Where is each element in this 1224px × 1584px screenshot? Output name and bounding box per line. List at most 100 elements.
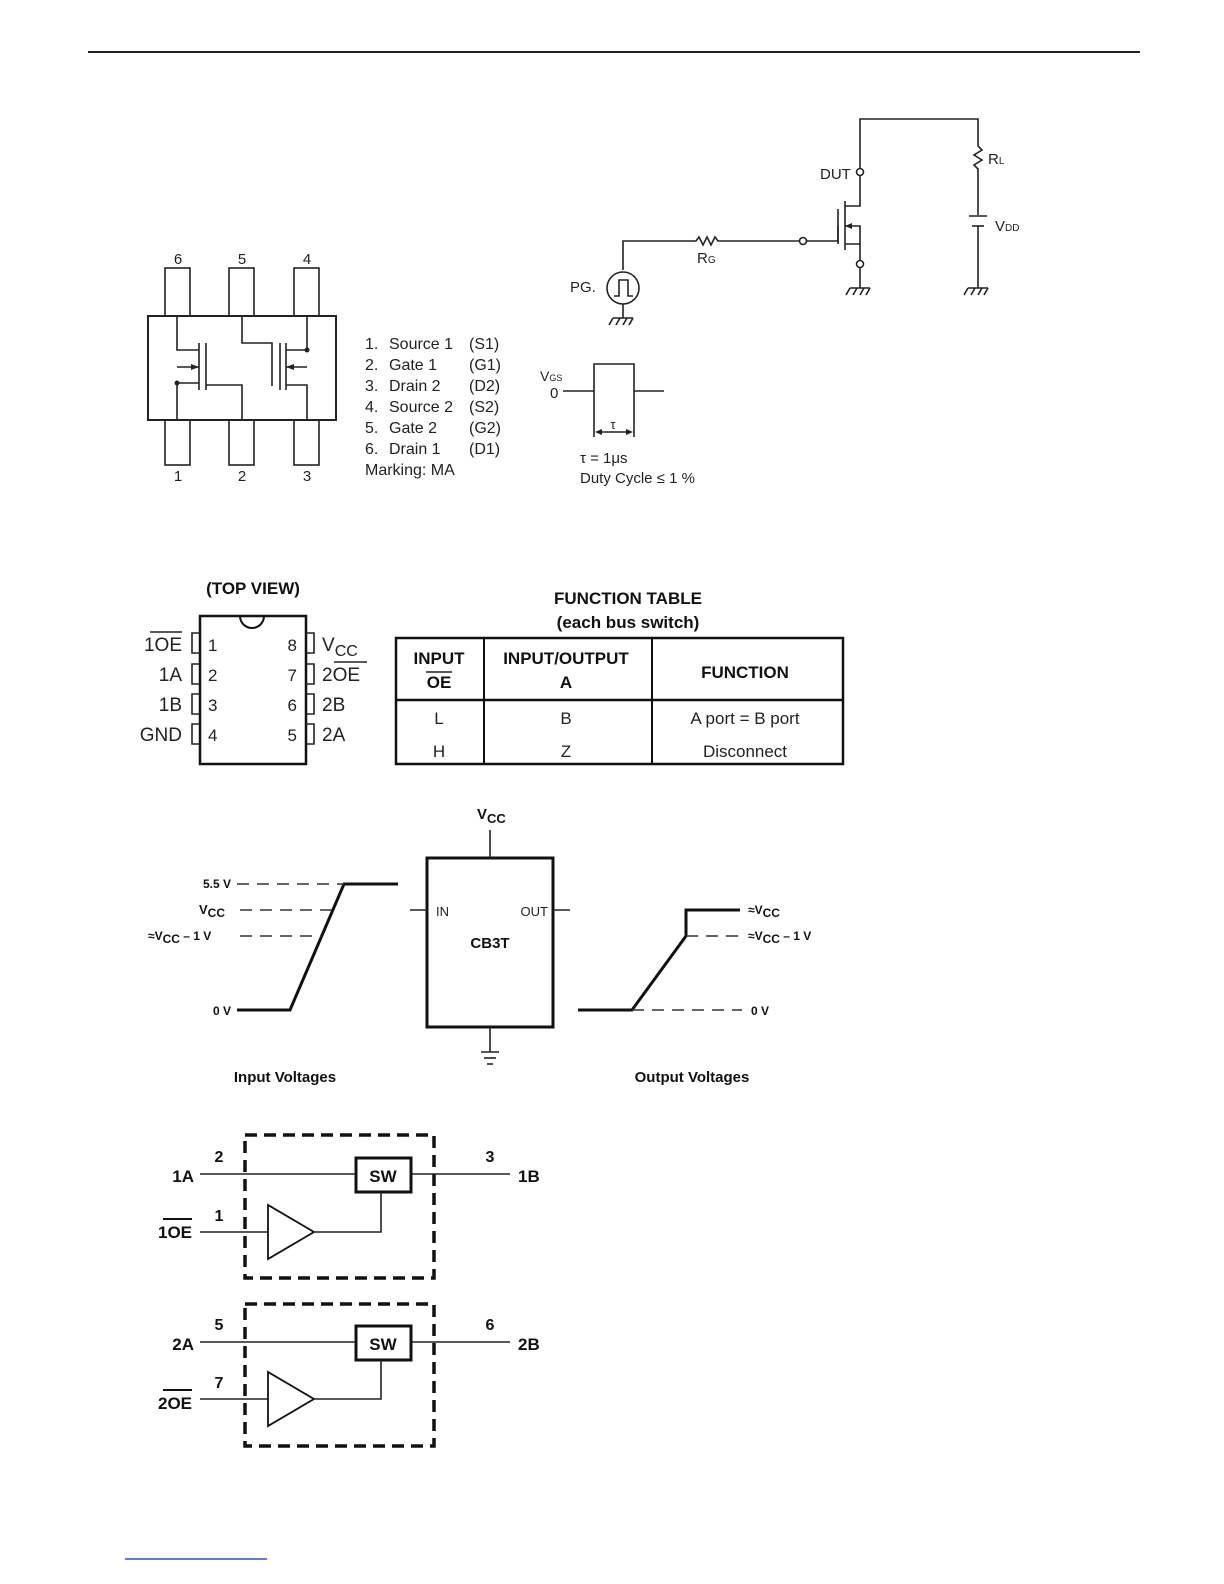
ch2-a-pin: 5 <box>215 1317 224 1334</box>
sot-pin-3: 3 <box>303 468 311 485</box>
ch2-a-label: 2A <box>172 1335 194 1354</box>
header-function: FUNCTION <box>701 663 789 682</box>
dip-pin-number: 5 <box>288 726 297 745</box>
dip-pin-number: 4 <box>208 726 217 745</box>
table-cell: H <box>433 742 445 761</box>
tau-label: τ <box>610 417 616 432</box>
dut-label: DUT <box>820 166 851 183</box>
sot-pin-5: 5 <box>238 251 246 268</box>
dip-pin-number: 3 <box>208 696 217 715</box>
function-table-rows: L B A port = B port H Z Disconnect <box>433 709 800 761</box>
table-cell: A port = B port <box>690 709 799 728</box>
ch2-b-label: 2B <box>518 1335 540 1354</box>
pin-list-name: Source 1 <box>389 336 453 353</box>
rl-label: RL <box>988 151 1005 168</box>
out-level-vcc-minus-1: ≈VCC – 1 V <box>748 929 811 946</box>
dip-pin-number: 2 <box>208 666 217 685</box>
ch1-a-pin: 2 <box>215 1149 224 1166</box>
pg-label: PG. <box>570 279 596 296</box>
tau-definition: τ = 1μs <box>580 450 628 467</box>
pin-list-name: Source 2 <box>389 399 453 416</box>
function-table-subtitle: (each bus switch) <box>557 613 700 632</box>
block-name: CB3T <box>470 935 509 952</box>
dip-pin-number: 1 <box>208 636 217 655</box>
out-level-0v: 0 V <box>751 1004 769 1018</box>
ch1-a-label: 1A <box>172 1167 194 1186</box>
pin-list-num: 3. <box>365 378 378 395</box>
sot-pin-1: 1 <box>174 468 182 485</box>
in-level-5v5: 5.5 V <box>203 877 231 891</box>
pin-list-abbr: (D1) <box>469 441 500 458</box>
ch1-switch-label: SW <box>369 1167 397 1186</box>
sot-pin-list: 1. Source 1 (S1) 2. Gate 1 (G1) 3. Drain… <box>365 336 501 479</box>
dip-pin-label-2a: 2A <box>322 725 346 746</box>
header-input: INPUT <box>414 649 466 668</box>
dip-pin-label-1b: 1B <box>159 695 182 716</box>
block-in-pin: IN <box>436 904 449 919</box>
table-cell: Disconnect <box>703 742 787 761</box>
ch1-oe-pin: 1 <box>215 1208 224 1225</box>
dip-pin-label-1a: 1A <box>159 665 183 686</box>
header-io: INPUT/OUTPUT <box>503 649 629 668</box>
table-cell: Z <box>561 742 571 761</box>
pin-list-num: 2. <box>365 357 378 374</box>
pin-list-abbr: (S2) <box>469 399 499 416</box>
ch2-switch-label: SW <box>369 1335 397 1354</box>
ch2-oe-pin: 7 <box>215 1375 224 1392</box>
rg-label: RG <box>697 250 716 267</box>
sot-bottom-pin-numbers: 1 2 3 <box>174 468 311 485</box>
pin-list-num: 5. <box>365 420 378 437</box>
pin-list-abbr: (S1) <box>469 336 499 353</box>
dip-pin-number: 6 <box>288 696 297 715</box>
dip-pin-label-1oe: 1OE <box>144 635 182 656</box>
vcc-supply-label: VCC <box>477 806 506 826</box>
pin-list-num: 4. <box>365 399 378 416</box>
header-io-a: A <box>560 673 572 692</box>
switching-test-circuit <box>606 118 989 326</box>
in-level-vcc-minus-1: ≈VCC – 1 V <box>148 929 211 946</box>
dip-pin-label-gnd: GND <box>140 725 182 746</box>
duty-cycle: Duty Cycle ≤ 1 % <box>580 470 695 487</box>
gate-pulse-waveform <box>563 363 664 437</box>
in-level-vcc: VCC <box>199 902 225 920</box>
top-view-title: (TOP VIEW) <box>206 579 300 598</box>
dip-package <box>191 614 315 766</box>
function-table-title: FUNCTION TABLE <box>554 589 702 608</box>
pin-list-num: 6. <box>365 441 378 458</box>
pin-list-name: Drain 2 <box>389 378 441 395</box>
marking-label: Marking: MA <box>365 462 455 479</box>
in-level-0v: 0 V <box>213 1004 231 1018</box>
function-table-header: INPUT OE INPUT/OUTPUT A FUNCTION <box>414 649 789 692</box>
dip-pin-number: 7 <box>288 666 297 685</box>
table-cell: L <box>434 709 443 728</box>
pin-list-name: Drain 1 <box>389 441 441 458</box>
logic-channel-1 <box>200 1133 510 1280</box>
ch1-b-pin: 3 <box>486 1149 495 1166</box>
function-table <box>394 636 845 766</box>
dip-pin-number: 8 <box>288 636 297 655</box>
logic-channel-2 <box>200 1302 510 1448</box>
dip-pin-label-2b: 2B <box>322 695 345 716</box>
block-out-pin: OUT <box>521 904 549 919</box>
sot-package-diagram <box>147 267 337 466</box>
header-input-oe: OE <box>427 673 452 692</box>
pin-list-num: 1. <box>365 336 378 353</box>
dip-right-pins: 8 VCC 7 2OE 6 2B 5 2A <box>288 635 367 746</box>
pulse-zero-label: 0 <box>550 385 558 402</box>
table-cell: B <box>560 709 571 728</box>
sot-top-pin-numbers: 6 5 4 <box>174 251 311 268</box>
caption-input-voltages: Input Voltages <box>234 1069 336 1086</box>
pin-list-name: Gate 1 <box>389 357 437 374</box>
caption-output-voltages: Output Voltages <box>635 1069 750 1086</box>
dip-pin-label-2oe: 2OE <box>322 665 360 686</box>
dip-left-pins: 1 1OE 2 1A 3 1B 4 GND <box>140 631 217 746</box>
vdd-label: VDD <box>995 218 1019 235</box>
out-level-vcc: ≈VCC <box>748 903 780 920</box>
sot-pin-4: 4 <box>303 251 311 268</box>
pin-list-abbr: (G2) <box>469 420 501 437</box>
sot-pin-2: 2 <box>238 468 246 485</box>
pin-list-abbr: (G1) <box>469 357 501 374</box>
pin-list-name: Gate 2 <box>389 420 437 437</box>
dip-pin-label-vcc: VCC <box>322 635 358 660</box>
